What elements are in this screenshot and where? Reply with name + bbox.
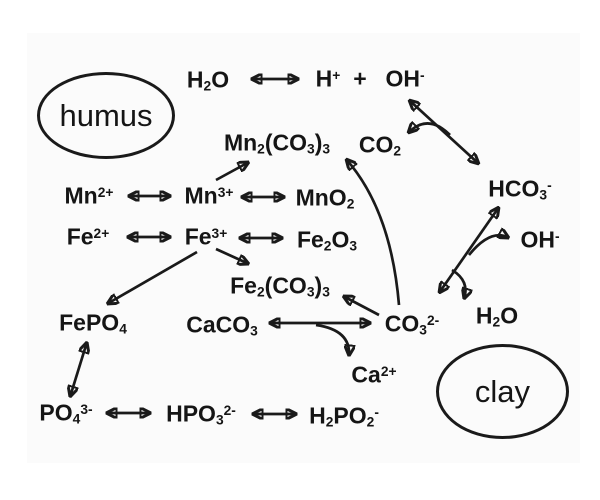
node-fepo4: FePO4 bbox=[59, 309, 127, 337]
node-fe2o3: Fe2O3 bbox=[296, 226, 358, 254]
node-oh-mid: OH- bbox=[520, 226, 560, 253]
node-ca2plus: Ca2+ bbox=[351, 361, 397, 388]
node-caco3: CaCO3 bbox=[186, 311, 258, 339]
node-co2: CO2 bbox=[358, 131, 402, 159]
node-fe3plus: Fe3+ bbox=[184, 223, 228, 250]
node-h2po2-minus: H2PO2- bbox=[309, 402, 379, 430]
node-fe2plus: Fe2+ bbox=[66, 223, 110, 250]
node-plus-sign: + bbox=[353, 65, 367, 92]
ellipse-clay: clay bbox=[436, 344, 569, 439]
node-fe2co33: Fe2(CO3)3 bbox=[230, 272, 330, 300]
node-hpo3-2minus: HPO32- bbox=[166, 400, 236, 428]
node-oh-top: OH- bbox=[385, 65, 425, 92]
node-mn2plus: Mn2+ bbox=[64, 182, 114, 209]
humus-label: humus bbox=[59, 97, 153, 133]
node-h2o-top: H2O bbox=[186, 66, 230, 94]
clay-label: clay bbox=[474, 373, 531, 409]
node-co3-2minus: CO32- bbox=[384, 310, 440, 338]
node-mn2co33: Mn2(CO3)3 bbox=[223, 129, 331, 157]
node-h-plus: H+ bbox=[315, 65, 341, 92]
ellipse-humus: humus bbox=[37, 72, 175, 159]
node-h2o-mid: H2O bbox=[475, 302, 519, 330]
node-mn3plus: Mn3+ bbox=[184, 182, 234, 209]
node-mno2: MnO2 bbox=[295, 184, 355, 212]
node-po4-3minus: PO43- bbox=[39, 399, 93, 427]
node-hco3: HCO3- bbox=[488, 175, 552, 203]
